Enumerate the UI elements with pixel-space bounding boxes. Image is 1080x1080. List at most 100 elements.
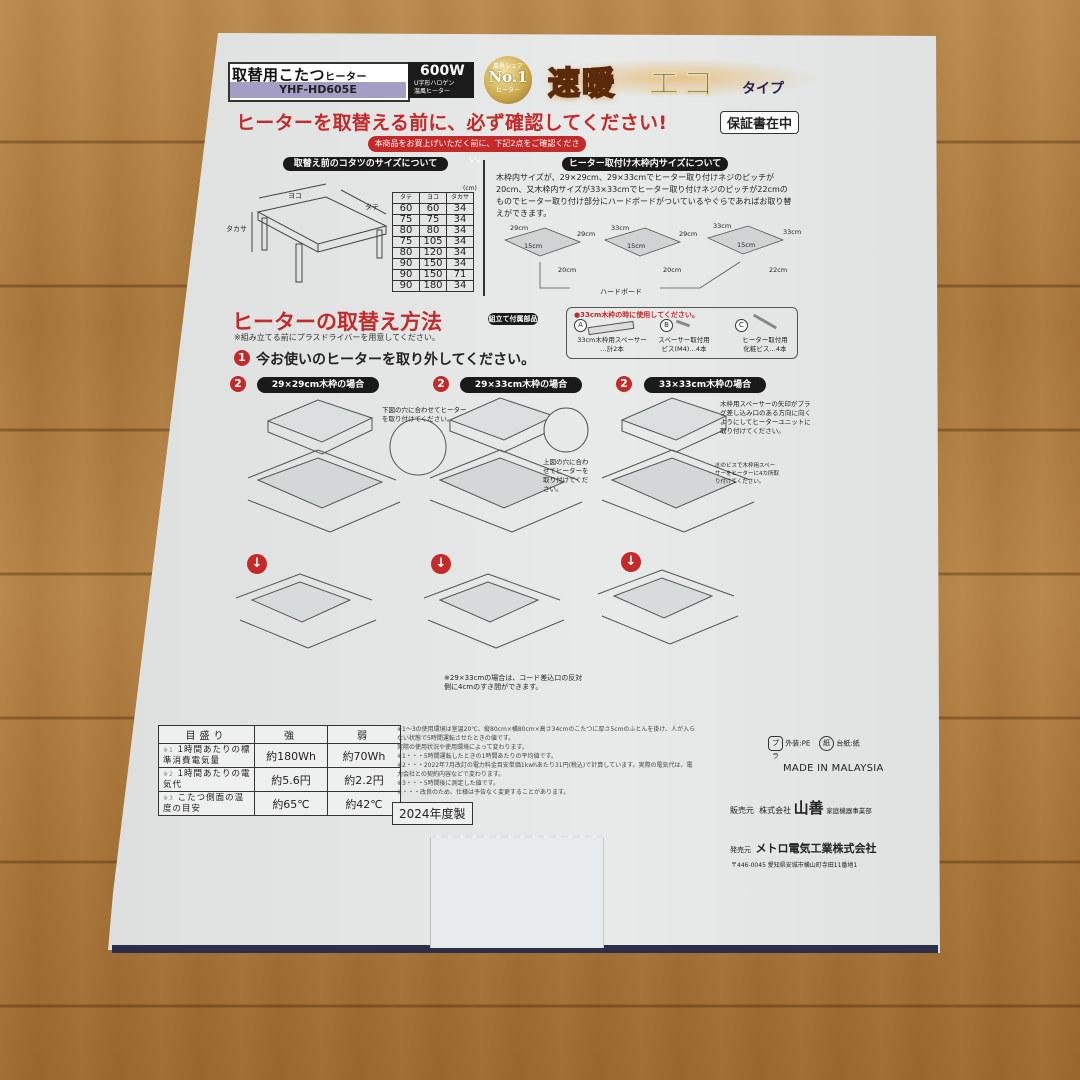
fine-line: 実際の使用状況や使用環境によって変わります。 [397,744,528,751]
badge-main: No.1 [488,68,528,86]
part-c-text: ヒーター取付用化粧ビス…4本 [734,336,796,354]
row-label: ※1 1時間あたりの標準消費電気量 [158,743,255,768]
warning-headline: ヒーターを取替える前に、必ず確認してください! [236,112,668,134]
cell-weak: 約2.2円 [327,767,401,792]
product-title-suffix: ヒーター [325,72,368,83]
brand-suffix: タイプ [742,81,784,97]
model-number: YHF-HD605E [230,82,406,98]
maker-info: 発売元 メトロ電気工業株式会社 [730,840,876,856]
table-row: ※3 こたつ側面の温度の目安 約65℃ 約42℃ [158,791,401,816]
cell: 90 [392,269,420,281]
cell: 120 [419,247,447,259]
footnote-mark: ※2 [163,771,174,778]
row-label: ※2 1時間あたりの電気代 [158,767,255,792]
cell: 34 [446,236,474,248]
frame3-pitch: 22cm [769,266,788,274]
frame3-width: 33cm [713,222,732,230]
cell: 71 [446,269,474,281]
part-c-qty: 化粧ビス…4本 [743,345,787,353]
cell: 60 [392,203,420,215]
footnote-mark: ※3 [163,795,174,802]
frame-size-description: 木枠内サイズが、29×29cm、29×33cmでヒーター取り付けネジのピッチが2… [496,173,792,218]
product-title-main: 取替用こたつ [232,66,326,84]
cell: 150 [419,258,447,270]
note-33x33-top: 木枠用スペーサーの矢印がプラグ差し込み口のある方向に向くようにしてヒーターユニッ… [720,400,811,435]
cell-weak: 約42℃ [327,791,401,816]
plastic-recycle-text: 外装:PE [785,739,811,748]
frame1-pitch: 20cm [558,266,577,274]
row-label-text: こたつ側面の温度の目安 [163,793,245,814]
cell: 34 [446,280,474,292]
part-c-name: ヒーター取付用 [742,336,788,344]
col-strong: 強 [254,725,328,744]
case-29x33: 29×33cm木枠の場合 [460,377,582,393]
label-height: タカサ [226,225,247,233]
step2-number-c: 2 [616,376,632,392]
frame2-center: 15cm [627,242,646,250]
method-note: ※組み立てる前にプラスドライバーを用意してください。 [234,333,440,342]
wattage-sub-2: 温風ヒーター [414,88,451,95]
seller-info: 販売元 株式会社 山善 家庭機器事業部 [730,797,872,818]
frame3-center: 15cm [737,241,756,249]
part-b-name: スペーサー取付用 [658,336,710,344]
frame-size-heading: ヒーター取付け木枠内サイズについて [562,157,728,171]
spec-header-row: 目盛り 強 弱 [158,725,401,744]
note-29x33-right: 上図の穴に合わせてヒーターを取り付けてください。 [543,458,589,493]
frame1-center: 15cm [524,242,543,250]
col-width: ヨコ [419,192,447,204]
part-b-icon: B [660,319,673,332]
warranty-badge: 保証書在中 [720,111,800,134]
seller-logo: 山善 [793,799,824,817]
fine-line: ※1〜3の使用環境は室温20℃、縦80cm×横80cm×高さ34cmのこたつに厚… [397,726,696,742]
note-29x33-left: 下図の穴に合わせてヒーターを取り付けてください。 [382,406,467,423]
paper-recycle-icon: 紙 [819,736,835,751]
row-label-text: 1時間あたりの標準消費電気量 [163,745,251,766]
col-scale: 目盛り [158,725,255,744]
cell: 75 [392,214,420,226]
frame2-depth: 29cm [679,230,698,238]
seller-prefix: 販売元 [730,806,754,815]
cell: 80 [392,247,420,259]
cell-weak: 約70Wh [327,743,401,768]
part-a-name: 33cm木枠用スペーサー [577,336,647,344]
frame1-depth: 29cm [577,230,596,238]
brand-word-eco: エコ [647,64,717,103]
col-height: タカサ [446,192,474,204]
label-depth: タテ [365,203,379,211]
wattage-sub-1: U字形ハロゲン [414,80,455,87]
step2-number-a: 2 [230,376,246,392]
cell-strong: 約180Wh [254,743,328,768]
table-row: ※1 1時間あたりの標準消費電気量 約180Wh 約70Wh [158,743,401,768]
wattage-box [408,62,474,98]
hardboard-label: ハードボード [600,288,642,296]
brand-word-sokudan: 速暖 [547,63,617,103]
cell: 34 [446,258,474,270]
fine-line: ※2・・・2022年7月改訂の電力料金目安単価1kwhあたり31円(税込)で計算… [397,762,693,778]
col-weak: 弱 [327,725,401,744]
arrow-down-icon: ↓ [621,552,641,572]
warning-subline: 本商品をお買上げいただく前に、下記2点をご確認ください。 [368,136,586,164]
step1-text: 今お使いのヒーターを取り外してください。 [256,352,536,368]
part-b-qty: ビス(M4)…4本 [661,345,707,353]
seller-division: 家庭機器事業部 [826,807,872,815]
parts-box [566,307,798,359]
frame2-width: 33cm [611,224,630,232]
cell: 34 [446,247,474,259]
fine-line: ※1・・・5時間運転したときの1時間あたりの平均値です。 [397,753,557,760]
wattage: 600W [420,63,465,79]
size-unit: (cm) [463,185,477,192]
cell: 34 [446,225,474,237]
method-footnote: ※29×33cmの場合は、コード差込口の反対側に4cmのすき間ができます。 [444,674,583,691]
cell: 34 [446,214,474,226]
footnote-mark: ※1 [163,747,174,754]
plastic-recycle-icon: プラ [768,736,783,760]
badge-sub: ヒーター [495,87,520,94]
cell: 150 [419,269,447,281]
no1-badge-icon: 業界シェア No.1 ヒーター [484,56,532,104]
